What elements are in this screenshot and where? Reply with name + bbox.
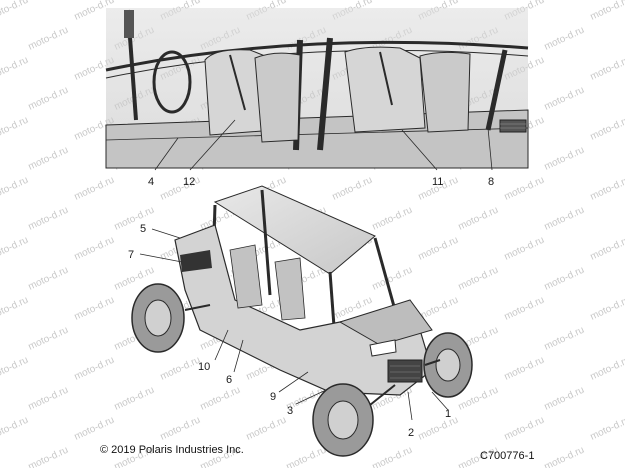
watermark-text: moto-d.ru (27, 385, 70, 413)
watermark-text: moto-d.ru (503, 415, 546, 443)
watermark-text: moto-d.ru (0, 115, 30, 143)
watermark-text: moto-d.ru (27, 265, 70, 293)
watermark-text: moto-d.ru (503, 295, 546, 323)
watermark-text: moto-d.ru (73, 355, 116, 383)
watermark-text: moto-d.ru (0, 175, 30, 203)
watermark-text: moto-d.ru (417, 235, 460, 263)
watermark-text: moto-d.ru (0, 235, 30, 263)
watermark-text: moto-d.ru (331, 175, 374, 203)
watermark-text: moto-d.ru (457, 205, 500, 233)
callout-5: 5 (140, 223, 146, 235)
diagram-code: C700776-1 (480, 450, 535, 462)
callout-12: 12 (183, 176, 195, 188)
watermark-text: moto-d.ru (73, 175, 116, 203)
callout-10: 10 (198, 361, 210, 373)
callout-2: 2 (408, 427, 414, 439)
watermark-text: moto-d.ru (245, 415, 288, 443)
watermark-text: moto-d.ru (159, 415, 202, 443)
watermark-text: moto-d.ru (0, 415, 30, 443)
vehicle-illustration (131, 185, 473, 457)
callout-6: 6 (226, 374, 232, 386)
watermark-text: moto-d.ru (543, 265, 586, 293)
watermark-text: moto-d.ru (543, 145, 586, 173)
watermark-text: moto-d.ru (503, 235, 546, 263)
cab-interior-inset (105, 8, 529, 171)
watermark-text: moto-d.ru (0, 0, 30, 23)
watermark-text: moto-d.ru (27, 25, 70, 53)
watermark-text: moto-d.ru (27, 445, 70, 468)
watermark-text: moto-d.ru (543, 85, 586, 113)
watermark-text: moto-d.ru (285, 445, 328, 468)
watermark-text: moto-d.ru (543, 25, 586, 53)
watermark-text: moto-d.ru (503, 175, 546, 203)
watermark-text: moto-d.ru (589, 235, 625, 263)
callout-9: 9 (270, 391, 276, 403)
watermark-text: moto-d.ru (159, 355, 202, 383)
watermark-text: moto-d.ru (543, 445, 586, 468)
watermark-text: moto-d.ru (113, 385, 156, 413)
watermark-text: moto-d.ru (589, 175, 625, 203)
watermark-text: moto-d.ru (589, 115, 625, 143)
callout-3: 3 (287, 405, 293, 417)
watermark-text: moto-d.ru (73, 415, 116, 443)
watermark-text: moto-d.ru (113, 205, 156, 233)
watermark-text: moto-d.ru (0, 355, 30, 383)
watermark-text: moto-d.ru (27, 205, 70, 233)
watermark-text: moto-d.ru (457, 265, 500, 293)
watermark-text: moto-d.ru (371, 205, 414, 233)
watermark-text: moto-d.ru (0, 55, 30, 83)
copyright-text: © 2019 Polaris Industries Inc. (100, 444, 244, 456)
watermark-text: moto-d.ru (371, 445, 414, 468)
watermark-text: moto-d.ru (543, 205, 586, 233)
watermark-text: moto-d.ru (417, 415, 460, 443)
watermark-text: moto-d.ru (589, 415, 625, 443)
watermark-text: moto-d.ru (27, 145, 70, 173)
watermark-text: moto-d.ru (27, 85, 70, 113)
watermark-text: moto-d.ru (589, 295, 625, 323)
callout-1: 1 (445, 408, 451, 420)
callout-8: 8 (488, 176, 494, 188)
watermark-text: moto-d.ru (199, 385, 242, 413)
watermark-text: moto-d.ru (27, 325, 70, 353)
watermark-text: moto-d.ru (0, 295, 30, 323)
watermark-text: moto-d.ru (543, 385, 586, 413)
watermark-text: moto-d.ru (73, 235, 116, 263)
callout-4: 4 (148, 176, 154, 188)
watermark-text: moto-d.ru (543, 325, 586, 353)
watermark-text: moto-d.ru (159, 175, 202, 203)
callout-11: 11 (432, 176, 443, 188)
watermark-text: moto-d.ru (589, 0, 625, 23)
watermark-text: moto-d.ru (73, 295, 116, 323)
watermark-text: moto-d.ru (371, 265, 414, 293)
watermark-text: moto-d.ru (503, 355, 546, 383)
watermark-text: moto-d.ru (589, 55, 625, 83)
watermark-text: moto-d.ru (589, 355, 625, 383)
callout-7: 7 (128, 249, 134, 261)
